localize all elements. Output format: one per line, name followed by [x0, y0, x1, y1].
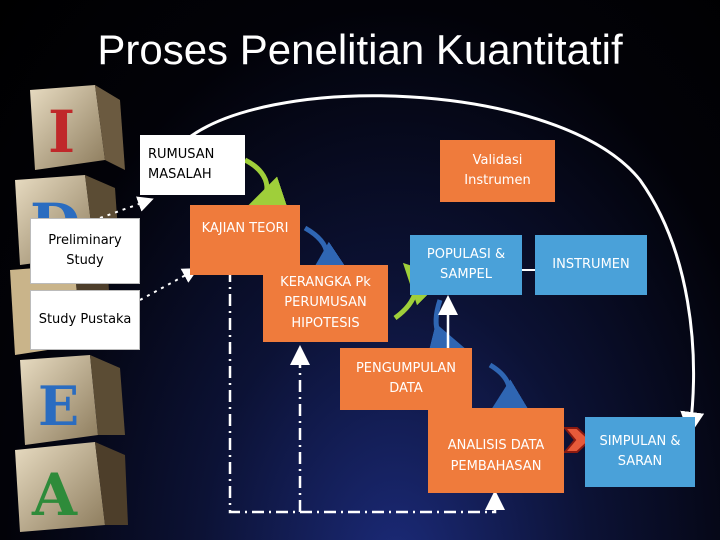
dotted-preliminary-rumusan [99, 196, 154, 219]
node-analisis-data-label: ANALISIS DATA PEMBAHASAN [447, 438, 545, 474]
node-validasi-instrumen: Validasi Instrumen [440, 140, 555, 202]
arrow-analisis-simpulan [562, 427, 592, 453]
node-populasi-sampel-label: POPULASI & SAMPEL [426, 246, 506, 282]
node-analisis-data: ANALISIS DATA PEMBAHASAN [428, 408, 564, 493]
node-kerangka-hipotesis: KERANGKA Pk PERUMUSAN HIPOTESIS [263, 265, 388, 342]
block-a: A [15, 442, 128, 532]
node-instrumen-label: INSTRUMEN [552, 256, 630, 272]
node-kajian-teori: KAJIAN TEORI [190, 205, 300, 275]
node-rumusan-masalah-label: RUMUSAN MASALAH [148, 146, 215, 182]
curve-pengumpulan-analisis [486, 362, 532, 418]
block-e-letter: E [38, 374, 79, 438]
node-simpulan-saran-label: SIMPULAN & SARAN [599, 433, 681, 469]
node-simpulan-saran: SIMPULAN & SARAN [585, 417, 695, 487]
block-i: I [30, 85, 125, 170]
node-kerangka-hipotesis-label: KERANGKA Pk PERUMUSAN HIPOTESIS [280, 275, 371, 331]
dashdot-loop [228, 270, 505, 514]
block-i-letter: I [48, 98, 75, 166]
node-pengumpulan-data-label: PENGUMPULAN DATA [355, 360, 457, 396]
node-rumusan-masalah: RUMUSAN MASALAH [140, 135, 245, 195]
curve-rumusan-kajian [243, 157, 290, 215]
node-instrumen: INSTRUMEN [535, 235, 647, 295]
node-pengumpulan-data: PENGUMPULAN DATA [340, 348, 472, 410]
dotted-pustaka-kajian [139, 268, 199, 301]
node-study-pustaka: Study Pustaka [30, 290, 140, 350]
block-e: E [20, 355, 125, 445]
node-populasi-sampel: POPULASI & SAMPEL [410, 235, 522, 295]
node-kajian-teori-label: KAJIAN TEORI [201, 221, 289, 236]
node-preliminary-study: Preliminary Study [30, 218, 140, 284]
block-a-letter: A [31, 461, 78, 529]
node-study-pustaka-label: Study Pustaka [38, 311, 132, 327]
node-validasi-instrumen-label: Validasi Instrumen [464, 152, 531, 188]
slide-title: Proses Penelitian Kuantitatif [97, 26, 623, 73]
node-preliminary-study-label: Preliminary Study [48, 232, 122, 268]
arc-rumusan-simpulan [178, 94, 705, 436]
